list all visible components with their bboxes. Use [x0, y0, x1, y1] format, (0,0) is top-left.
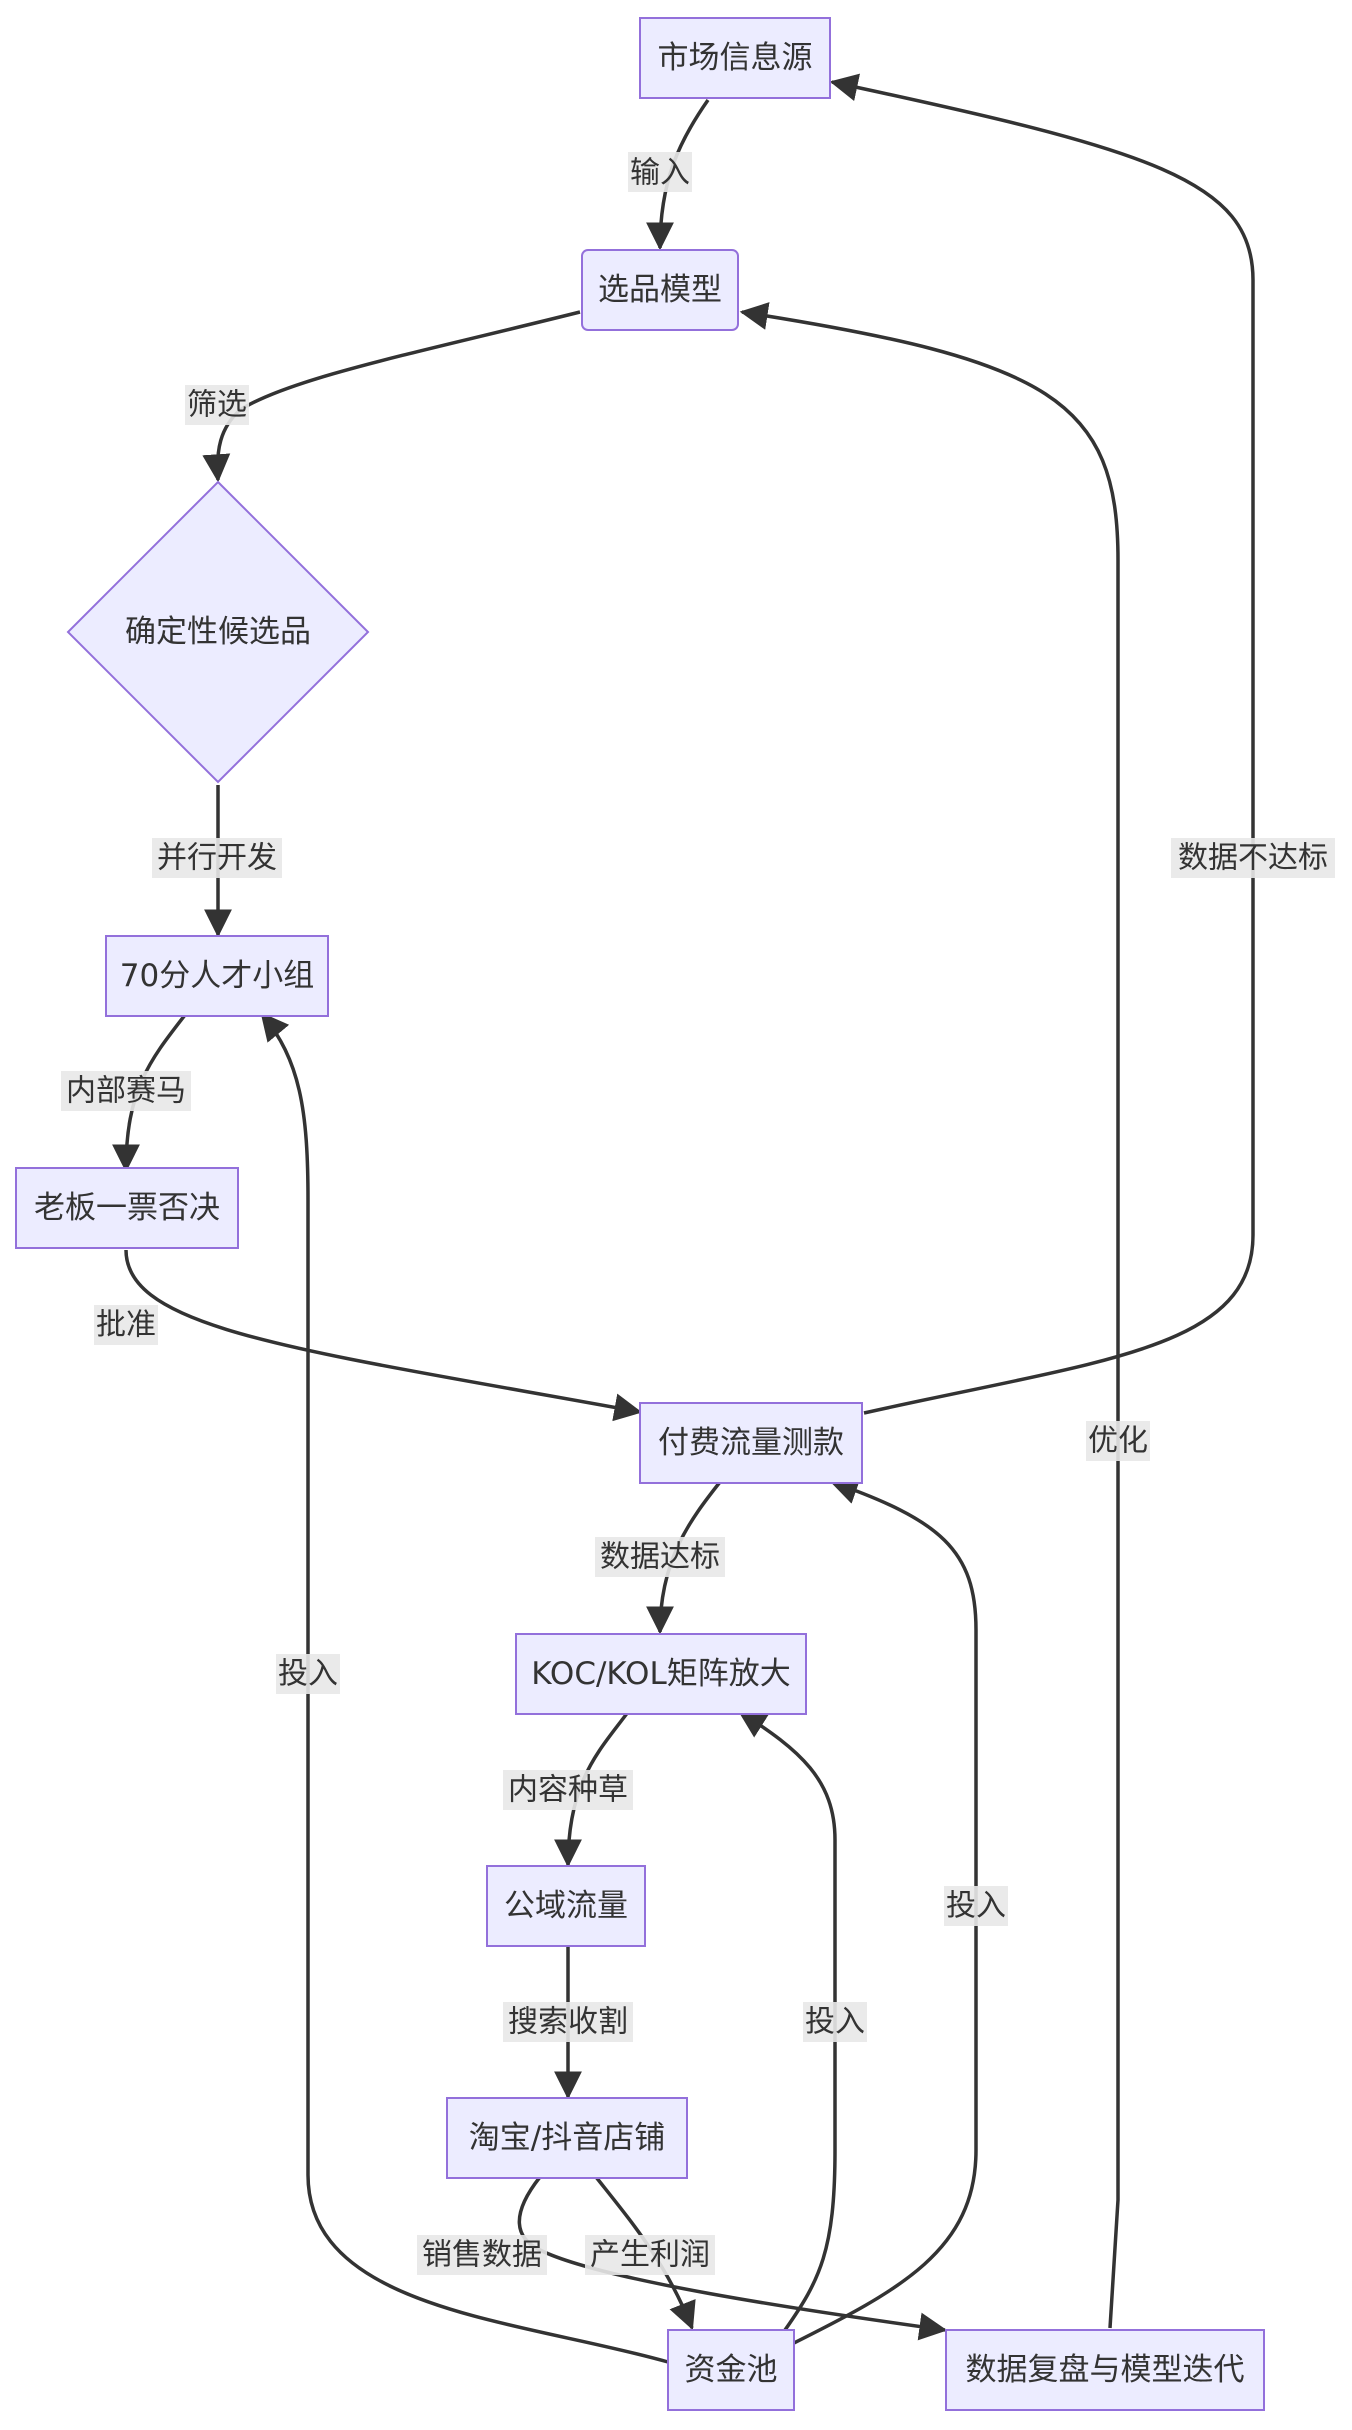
- node-candidate-label: 确定性候选品: [125, 614, 311, 650]
- edge-label-optimize-text: 优化: [1088, 1424, 1148, 1459]
- node-review: 数据复盘与模型迭代: [945, 2329, 1265, 2411]
- edge-label-input-text: 输入: [630, 156, 690, 191]
- edge-label-input: 输入: [628, 152, 692, 192]
- nodes: 市场信息源 选品模型 确定性候选品 70分人才小组 老板一票否决 付费流量测款 …: [15, 17, 1265, 2411]
- edge-label-profit-text: 产生利润: [590, 2238, 710, 2273]
- node-paid: 付费流量测款: [639, 1402, 863, 1484]
- edge-store-to-review: [517, 2175, 948, 2341]
- edge-label-parallel-text: 并行开发: [157, 841, 277, 876]
- edge-boss-to-paid: [124, 1249, 643, 1422]
- edge-label-data-ok-text: 数据达标: [600, 1540, 720, 1575]
- node-team-label: 70分人才小组: [120, 958, 314, 994]
- node-store-label: 淘宝/抖音店铺: [469, 2120, 665, 2156]
- edge-review-to-model: [739, 302, 1120, 2329]
- node-team: 70分人才小组: [105, 935, 329, 1017]
- edge-fund-to-koc: [738, 1710, 837, 2332]
- edge-label-content: 内容种草: [503, 1770, 633, 1810]
- edge-label-sales-data-text: 销售数据: [422, 2238, 542, 2273]
- node-koc-label: KOC/KOL矩阵放大: [531, 1656, 790, 1692]
- edge-label-invest-team-text: 投入: [278, 1657, 338, 1692]
- edge-fund-to-team: [260, 1012, 669, 2364]
- edge-label-approve: 批准: [94, 1305, 158, 1345]
- edge-label-race: 内部赛马: [61, 1071, 191, 1111]
- edge-label-sales-data: 销售数据: [417, 2235, 547, 2275]
- edge-label-parallel: 并行开发: [152, 838, 282, 878]
- node-public-label: 公域流量: [504, 1888, 628, 1924]
- edge-fund-to-paid: [789, 1477, 978, 2347]
- edge-label-data-fail-text: 数据不达标: [1178, 841, 1328, 876]
- node-koc: KOC/KOL矩阵放大: [515, 1633, 807, 1715]
- node-fund: 资金池: [667, 2329, 795, 2411]
- node-model: 选品模型: [581, 249, 739, 331]
- edge-label-invest-koc: 投入: [803, 2002, 867, 2042]
- edges: [112, 73, 1255, 2364]
- edge-label-invest-team: 投入: [276, 1654, 340, 1694]
- edge-label-search: 搜索收割: [503, 2002, 633, 2042]
- edge-label-invest-paid-text: 投入: [946, 1889, 1006, 1924]
- edge-label-approve-text: 批准: [96, 1308, 156, 1343]
- node-market-label: 市场信息源: [658, 40, 813, 76]
- node-public: 公域流量: [486, 1865, 646, 1947]
- node-boss-label: 老板一票否决: [34, 1190, 220, 1226]
- node-review-label: 数据复盘与模型迭代: [966, 2352, 1245, 2388]
- edge-label-data-ok: 数据达标: [595, 1537, 725, 1577]
- edge-label-optimize: 优化: [1086, 1421, 1150, 1461]
- edge-label-profit: 产生利润: [585, 2235, 715, 2275]
- node-candidate: 确定性候选品: [66, 480, 370, 784]
- edge-label-invest-paid: 投入: [944, 1886, 1008, 1926]
- edge-model-to-candidate: [202, 310, 581, 483]
- edge-label-content-text: 内容种草: [508, 1773, 628, 1808]
- node-store: 淘宝/抖音店铺: [446, 2097, 688, 2179]
- edge-labels: 输入 筛选 并行开发 内部赛马 批准 数据达标 内容种草 搜索收割: [61, 152, 1335, 2275]
- edge-label-filter-text: 筛选: [187, 388, 247, 423]
- node-paid-label: 付费流量测款: [658, 1425, 844, 1461]
- edge-label-filter: 筛选: [185, 385, 249, 425]
- node-market: 市场信息源: [639, 17, 831, 99]
- edge-label-invest-koc-text: 投入: [805, 2005, 865, 2040]
- node-boss: 老板一票否决: [15, 1167, 239, 1249]
- edge-label-search-text: 搜索收割: [508, 2005, 628, 2040]
- edge-label-data-fail: 数据不达标: [1171, 838, 1335, 878]
- node-fund-label: 资金池: [685, 2352, 778, 2388]
- edge-paid-to-market: [829, 73, 1255, 1415]
- node-model-label: 选品模型: [598, 272, 722, 308]
- edge-label-race-text: 内部赛马: [66, 1074, 186, 1109]
